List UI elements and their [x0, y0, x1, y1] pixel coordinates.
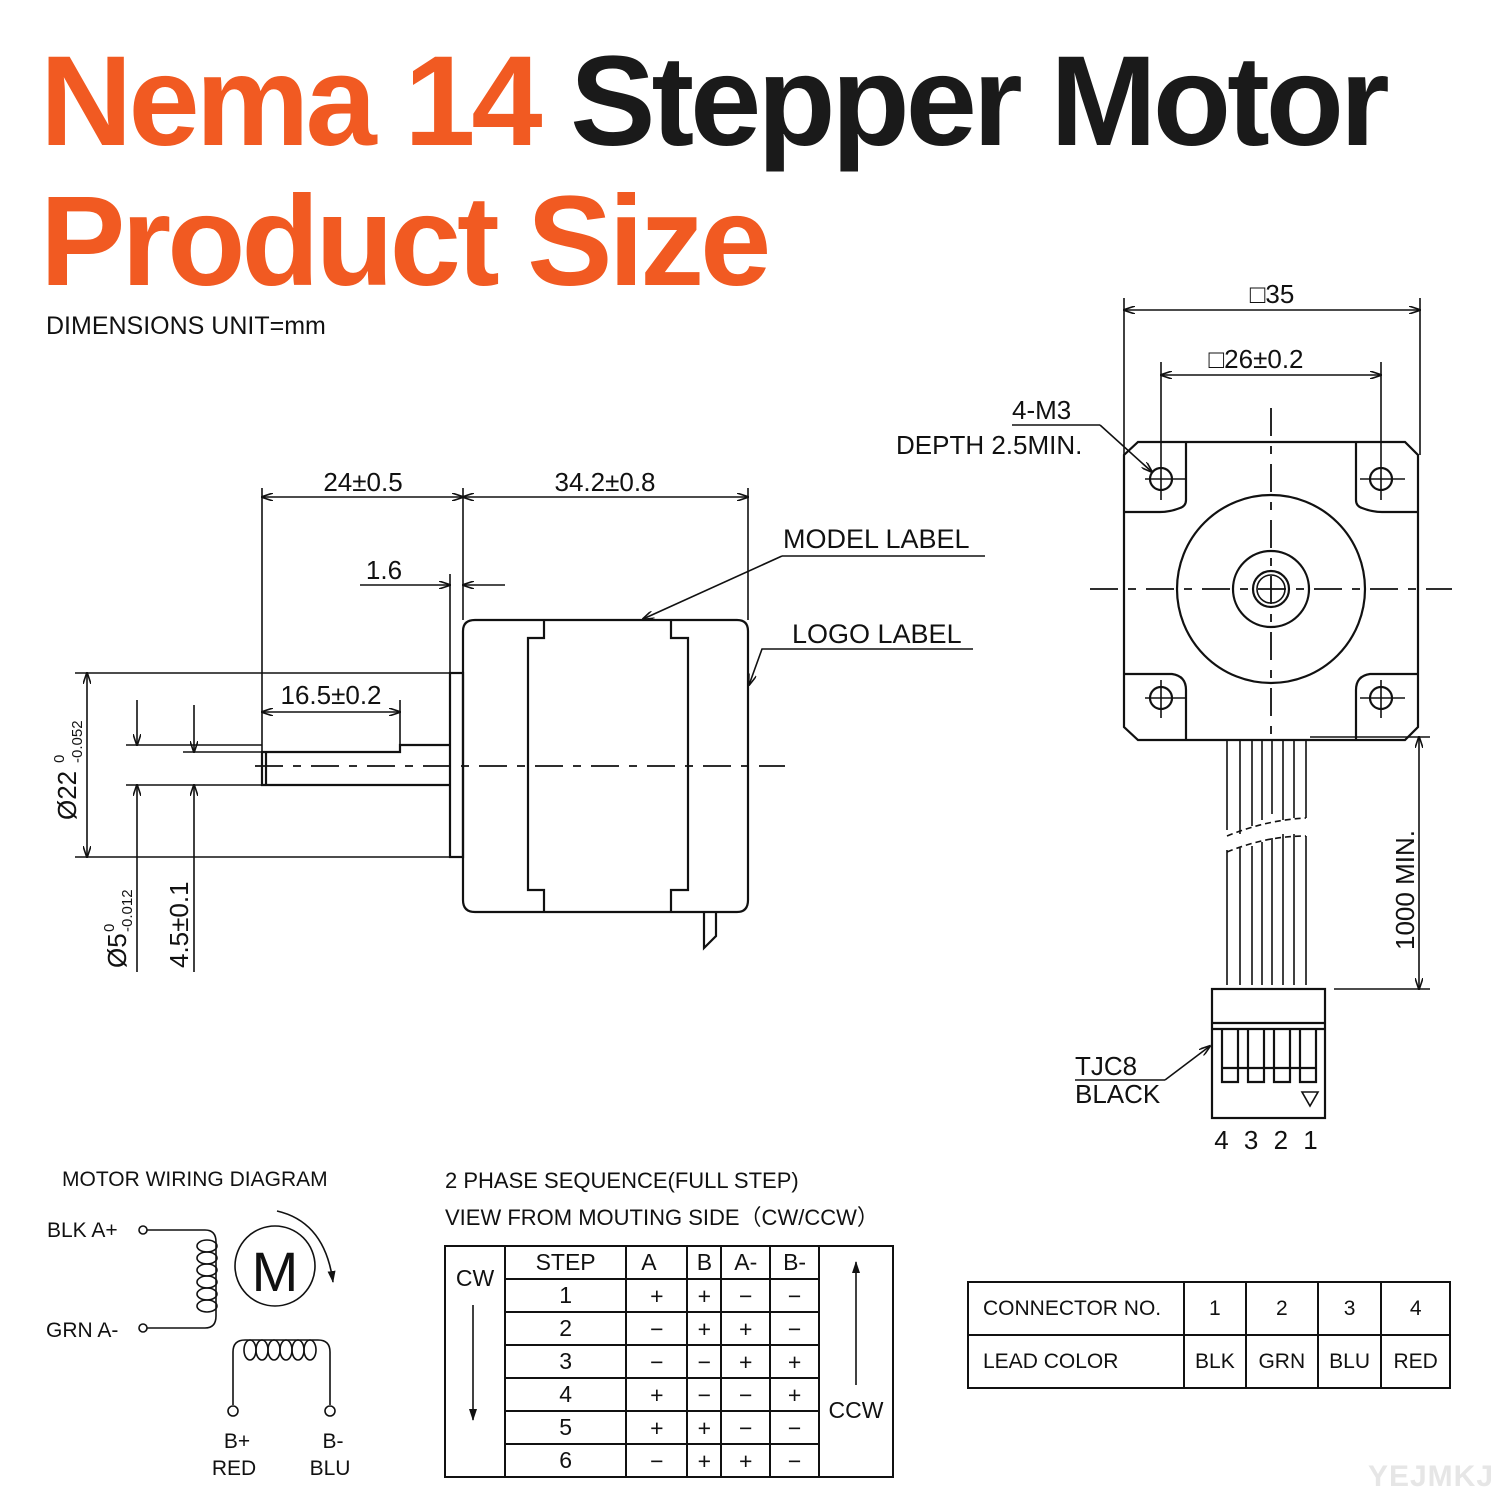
holes-depth-callout: DEPTH 2.5MIN. [896, 430, 1082, 460]
flange-boss [448, 671, 465, 859]
lead-exit [702, 912, 718, 951]
sequence-title: 2 PHASE SEQUENCE(FULL STEP) [445, 1168, 799, 1193]
coil-b-icon [243, 1339, 317, 1361]
body-inner-left [526, 620, 546, 912]
dim-flat-length: 16.5±0.2 [280, 680, 381, 710]
pin1-marker-icon [1300, 1091, 1320, 1108]
holes-callout: 4-M3 [1012, 395, 1071, 425]
logo-label-callout: LOGO LABEL [792, 619, 962, 649]
lead-wires [1226, 740, 1307, 985]
dim-shaft-length: 24±0.5 [323, 467, 402, 497]
boss-circle [1175, 493, 1367, 685]
motor-symbol-icon [234, 1225, 316, 1307]
mount-hole-icon [1145, 463, 1405, 718]
connector-housing [1210, 987, 1327, 1120]
title-product: Stepper Motor [570, 30, 1390, 173]
wire-b-plus-color: RED [212, 1457, 256, 1480]
body-inner-right [669, 620, 690, 912]
wire-b-plus: B+ [224, 1430, 250, 1453]
svg-text:0: 0 [51, 755, 68, 763]
page-title-line-2: Product Size [40, 170, 771, 313]
wire-a-minus: GRN A- [46, 1319, 118, 1342]
shaft [260, 743, 450, 787]
svg-text:0: 0 [101, 924, 118, 932]
svg-text:-0.012: -0.012 [119, 889, 136, 932]
wiring-diagram: BLK A+ GRN A- M B+ RED B- BLU [46, 1210, 351, 1480]
front-view: □35 □26±0.2 4-M3 DEPTH 2.5MIN. 1000 MIN.… [896, 279, 1452, 1155]
page-title-line-1: Nema 14 Stepper Motor [40, 38, 1390, 166]
watermark: YEJMKJ [1367, 1460, 1494, 1493]
dim-lead-length: 1000 MIN. [1390, 830, 1420, 950]
dim-body-length: 34.2±0.8 [554, 467, 655, 497]
lead-color-row: LEAD COLOR BLK GRN BLU RED [967, 1334, 1451, 1389]
wire-b-minus: B- [323, 1430, 344, 1453]
connector-pin-numbers: 4 3 2 1 [1214, 1125, 1322, 1155]
wire-a-plus: BLK A+ [47, 1219, 118, 1242]
connector-number-row: CONNECTOR NO. 1 2 3 4 [967, 1281, 1451, 1336]
units-label: DIMENSIONS UNIT=mm [46, 312, 326, 340]
connector-table: CONNECTOR NO. 1 2 3 4 LEAD COLOR BLK GRN… [967, 1281, 1451, 1389]
table-row: 1++−− [445, 1278, 893, 1313]
connector-type: TJC8 [1075, 1051, 1137, 1081]
coil-a-icon [196, 1239, 218, 1313]
dim-square-holes: □26±0.2 [1208, 344, 1303, 374]
dim-flat-depth: 4.5±0.1 [164, 881, 194, 968]
phase-sequence-table: CW STEP A B A- B- CCW 1++−− 2−++− 3−−++ … [444, 1245, 894, 1478]
svg-text:M: M [252, 1240, 299, 1303]
dim-shaft-diameter: Ø5 [102, 933, 132, 968]
table-row: 3−−++ [445, 1344, 893, 1379]
title-model: Nema 14 [40, 30, 543, 173]
table-row: 6−++− [445, 1443, 893, 1478]
dim-boss-diameter: Ø22 [52, 771, 82, 820]
motor-body-outline [461, 618, 750, 914]
table-header-row: CW STEP A B A- B- CCW [444, 1245, 894, 1477]
dim-flange: 1.6 [366, 555, 402, 585]
ccw-label: CCW [818, 1246, 894, 1477]
svg-text:-0.052: -0.052 [69, 720, 86, 763]
faceplate-outline [1122, 440, 1420, 742]
table-row: 5++−− [445, 1410, 893, 1445]
model-label-callout: MODEL LABEL [783, 524, 970, 554]
rotation-arrow-icon [276, 1210, 336, 1283]
side-view: 24±0.5 34.2±0.8 1.6 16.5±0.2 Ø22 0 -0.05… [51, 467, 985, 972]
connector-color: BLACK [1075, 1079, 1161, 1109]
wiring-title: MOTOR WIRING DIAGRAM [62, 1168, 328, 1191]
dim-square-outer: □35 [1250, 279, 1295, 309]
wire-b-minus-color: BLU [310, 1457, 351, 1480]
table-row: 4+−−+ [445, 1377, 893, 1412]
sequence-subtitle: VIEW FROM MOUTING SIDE（CW/CCW） [445, 1205, 879, 1230]
table-row: 2−++− [445, 1311, 893, 1346]
cw-label: CW [444, 1246, 506, 1477]
